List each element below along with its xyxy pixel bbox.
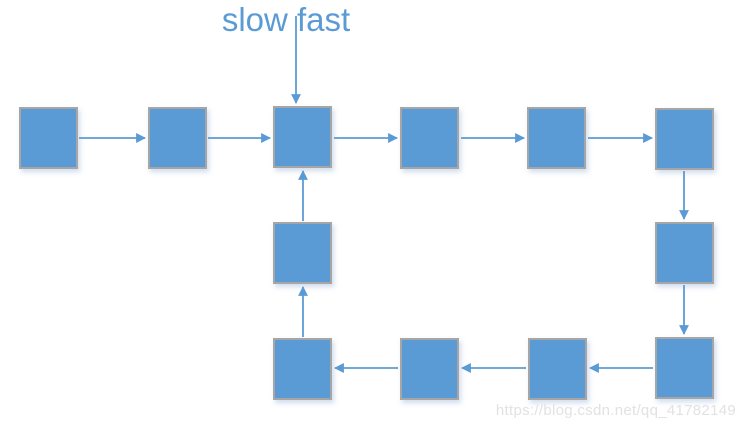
list-node-5 (527, 107, 586, 169)
list-node-4 (400, 107, 459, 169)
watermark-text: https://blog.csdn.net/qq_41782149 (495, 402, 736, 419)
list-node-12 (273, 222, 332, 284)
list-node-7 (655, 222, 714, 284)
list-node-6 (655, 108, 714, 170)
list-node-10 (400, 338, 459, 400)
slow-fast-label: slow fast (221, 1, 351, 38)
list-node-1 (19, 107, 78, 169)
list-node-11 (273, 338, 332, 400)
list-node-2 (148, 107, 207, 169)
list-node-3 (273, 106, 332, 168)
list-node-9 (528, 338, 587, 400)
list-node-8 (655, 337, 714, 399)
